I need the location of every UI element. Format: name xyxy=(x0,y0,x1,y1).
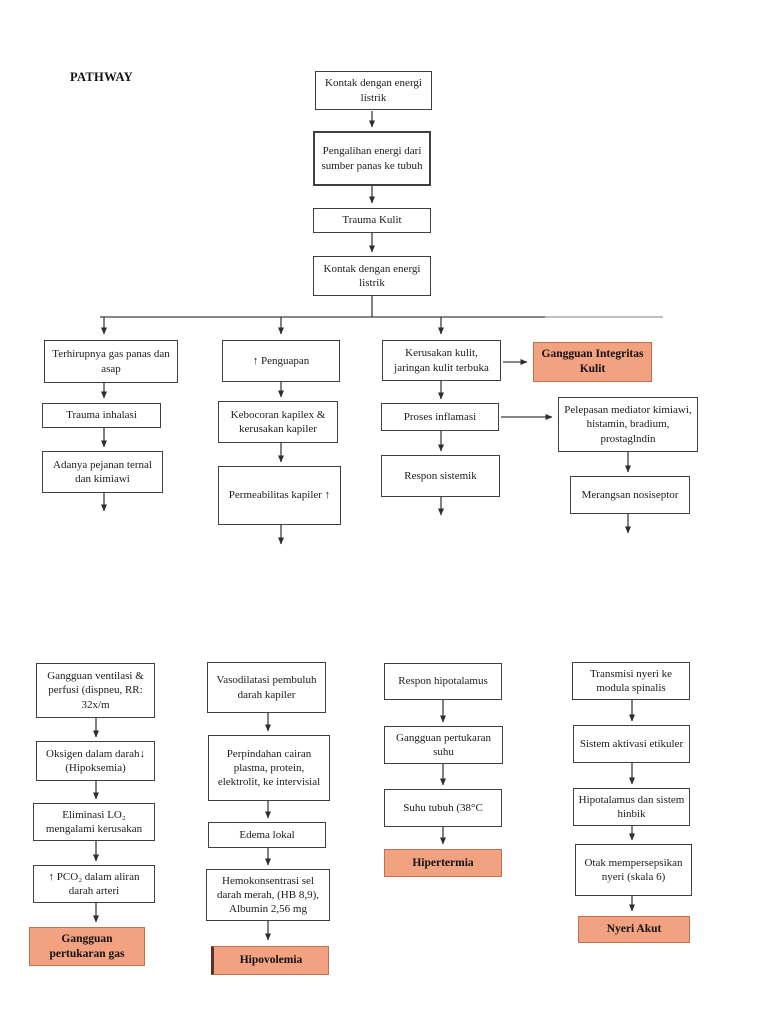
node-merangsan-nosiseptor: Merangsan nosiseptor xyxy=(570,476,690,514)
node-eliminasi-lo2: Eliminasi LO₂ mengalami kerusakan xyxy=(33,803,155,841)
node-pejanan-ternal: Adanya pejanan ternal dan kimiawi xyxy=(42,451,163,493)
node-hipovolemia: Hipovolemia xyxy=(211,946,329,975)
node-kebocoran-kapiler: Kebocoran kapilex & kerusakan kapiler xyxy=(218,401,338,443)
node-kerusakan-kulit: Kerusakan kulit, jaringan kulit terbuka xyxy=(382,340,501,381)
node-suhu-tubuh: Suhu tubuh (38°C xyxy=(384,789,502,827)
node-nyeri-akut: Nyeri Akut xyxy=(578,916,690,943)
node-trauma-inhalasi: Trauma inhalasi xyxy=(42,403,161,428)
node-oksigen-darah: Oksigen dalam darah↓ (Hipoksemia) xyxy=(36,741,155,781)
node-gangguan-integritas-kulit: Gangguan Integritas Kulit xyxy=(533,342,652,382)
node-transmisi-nyeri: Transmisi nyeri ke modula spinalis xyxy=(572,662,690,700)
node-pelepasan-mediator: Pelepasan mediator kimiawi, histamin, br… xyxy=(558,397,698,452)
node-respon-sistemik: Respon sistemik xyxy=(381,455,500,497)
node-edema-lokal: Edema lokal xyxy=(208,822,326,848)
node-gangguan-pertukaran-gas: Gangguan pertukaran gas xyxy=(29,927,145,966)
node-kontak-energi-2: Kontak dengan energi listrik xyxy=(313,256,431,296)
node-hipertermia: Hipertermia xyxy=(384,849,502,877)
node-hipotalamus-hinbik: Hipotalamus dan sistem hinbik xyxy=(573,788,690,826)
node-perpindahan-cairan: Perpindahan cairan plasma, protein, elek… xyxy=(208,735,330,801)
node-gangguan-ventilasi: Gangguan ventilasi & perfusi (dispneu, R… xyxy=(36,663,155,718)
node-pco2-arteri: ↑ PCO₂ dalam aliran darah arteri xyxy=(33,865,155,903)
node-proses-inflamasi: Proses inflamasi xyxy=(381,403,499,431)
node-kontak-energi-1: Kontak dengan energi listrik xyxy=(315,71,432,110)
node-permeabilitas-kapiler: Permeabilitas kapiler ↑ xyxy=(218,466,341,525)
node-otak-mempersepsikan: Otak mempersepsikan nyeri (skala 6) xyxy=(575,844,692,896)
node-gangguan-pertukaran-suhu: Gangguan pertukaran suhu xyxy=(384,726,503,764)
node-respon-hipotalamus: Respon hipotalamus xyxy=(384,663,502,700)
node-vasodilatasi: Vasodilatasi pembuluh darah kapiler xyxy=(207,662,326,713)
node-trauma-kulit: Trauma Kulit xyxy=(313,208,431,233)
page-title: PATHWAY xyxy=(70,70,133,84)
node-hemokonsentrasi: Hemokonsentrasi sel darah merah, (HB 8,9… xyxy=(206,869,330,921)
node-pengalihan-energi: Pengalihan energi dari sumber panas ke t… xyxy=(313,131,431,186)
node-penguapan: ↑ Penguapan xyxy=(222,340,340,382)
node-terhirupnya-gas: Terhirupnya gas panas dan asap xyxy=(44,340,178,383)
node-sistem-aktivasi: Sistem aktivasi etikuler xyxy=(573,725,690,763)
